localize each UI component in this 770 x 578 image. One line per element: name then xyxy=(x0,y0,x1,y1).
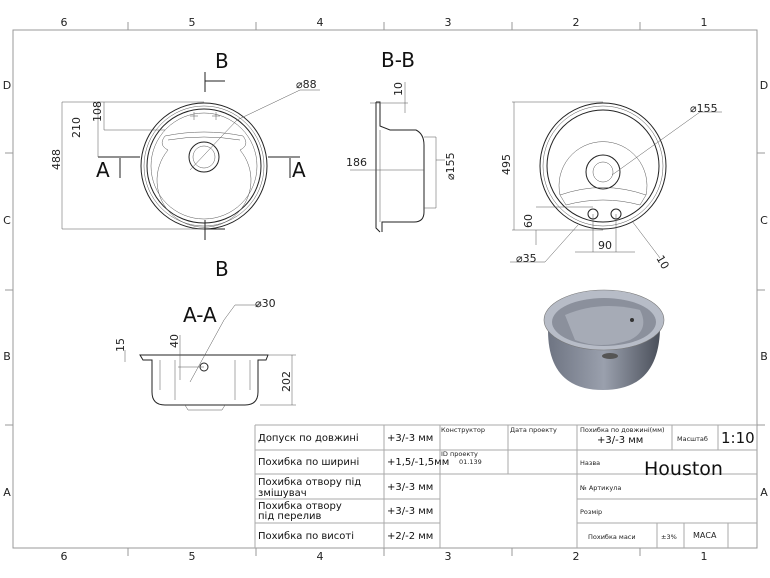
drawing-border xyxy=(12,29,758,549)
title-block-project-id-text: 01.139 xyxy=(459,458,482,466)
frame-ticks xyxy=(5,22,765,556)
rows-2-text: B xyxy=(760,350,768,363)
section-bb-view: B-B 10 186 ⌀155 xyxy=(346,48,457,233)
columns-1-text: 5 xyxy=(189,16,196,29)
rows-2-text: B xyxy=(3,350,11,363)
sink-3d-render xyxy=(543,289,665,390)
bb-dims-d10-text: 10 xyxy=(392,82,405,96)
top-dims-h108-text: 108 xyxy=(91,101,104,122)
2-label-text: Похибка отвору під xyxy=(258,476,361,488)
top-dims-h488-text: 488 xyxy=(50,149,63,170)
bottom-dims-r10-text: 10 xyxy=(653,253,671,272)
columns-1-text: 5 xyxy=(189,550,196,563)
rows-3-text: A xyxy=(3,486,11,499)
bottom-dims-d155-text: ⌀155 xyxy=(690,102,718,115)
frame-labels: 6 5 4 3 2 1 6 5 4 3 2 1 D C B A D C B A xyxy=(3,16,768,563)
bb-dims-d155-text: ⌀155 xyxy=(444,152,457,180)
0-value-text: +3/-3 мм xyxy=(387,433,433,444)
bottom-dims-d35-text: ⌀35 xyxy=(516,252,537,265)
title-block-date-label-text: Дата проекту xyxy=(510,426,557,434)
aa-dims-d30-text: ⌀30 xyxy=(255,297,276,310)
0-label-text: Допуск по довжині xyxy=(258,432,359,444)
title-block-size-label-text: Розмір xyxy=(580,508,602,516)
top-dims-h210-text: 210 xyxy=(70,117,83,138)
rows-0-text: D xyxy=(760,79,768,92)
bottom-view: ⌀155 495 60 90 ⌀35 10 xyxy=(500,101,722,272)
3-label-text: Похибка отвору xyxy=(258,501,342,512)
columns-0-text: 6 xyxy=(61,16,68,29)
scale-value: 1:10 xyxy=(721,429,755,447)
columns-5-text: 1 xyxy=(701,550,708,563)
bottom-dims-w90-text: 90 xyxy=(598,239,612,252)
2-value-text: +3/-3 мм xyxy=(387,482,433,493)
1-label-text: Похибка по ширині xyxy=(258,456,359,468)
title-block-article-label-text: № Артикула xyxy=(579,484,621,492)
title-block-mass-label-text: МАСА xyxy=(693,531,717,540)
rows-1-text: C xyxy=(760,214,768,227)
columns-4-text: 2 xyxy=(573,550,580,563)
views-cut-a-text: A xyxy=(96,158,110,182)
title-block-designer-label-text: Конструктор xyxy=(441,426,485,434)
aa-dims-h40-text: 40 xyxy=(168,334,181,348)
rows-0-text: D xyxy=(3,79,11,92)
title-block-project-id-label-text: ID проекту xyxy=(441,450,478,458)
top-view: B B A A ⌀88 488 210 108 xyxy=(50,49,320,281)
aa-dims-h15-text: 15 xyxy=(114,338,127,352)
bottom-dims-h60-text: 60 xyxy=(522,214,535,228)
rows-1-text: C xyxy=(3,214,11,227)
1-value-text: +1,5/-1,5мм xyxy=(387,457,449,468)
columns-4-text: 2 xyxy=(573,16,580,29)
top-dims-d88-text: ⌀88 xyxy=(296,78,317,91)
title-block: Допуск по довжині +3/-3 мм Похибка по шир… xyxy=(254,424,757,548)
section-aa-view: A-A ⌀30 15 40 202 xyxy=(114,297,296,411)
4-value-text: +2/-2 мм xyxy=(387,531,433,542)
aa-dims-h202-text: 202 xyxy=(280,371,293,392)
title-block-mass-tol-text: ±3% xyxy=(661,533,677,541)
columns-3-text: 3 xyxy=(445,550,452,563)
product-name: Houston xyxy=(644,458,723,480)
3-label2-text: під перелив xyxy=(258,510,321,522)
columns-5-text: 1 xyxy=(701,16,708,29)
views-cut-a-text: A xyxy=(292,158,306,182)
views-cut-b-text: B xyxy=(215,257,229,281)
columns-0-text: 6 xyxy=(61,550,68,563)
views-cut-b-text: B xyxy=(215,49,229,73)
rows-3-text: A xyxy=(760,486,768,499)
3-value-text: +3/-3 мм xyxy=(387,506,433,517)
title-block-mass-tol-label-text: Похибка маси xyxy=(588,533,636,541)
title-block-length-tol-text: +3/-3 мм xyxy=(597,435,643,446)
views-section-aa-text: A-A xyxy=(183,303,217,327)
title-block-name-label-text: Назва xyxy=(580,459,600,467)
2-label2-text: змішувач xyxy=(258,487,307,499)
title-block-scale-label-text: Масштаб xyxy=(677,435,708,443)
columns-2-text: 4 xyxy=(317,16,324,29)
columns-3-text: 3 xyxy=(445,16,452,29)
4-label-text: Похибка по висоті xyxy=(258,530,354,542)
views-section-bb-text: B-B xyxy=(381,48,415,72)
columns-2-text: 4 xyxy=(317,550,324,563)
bottom-dims-h495-text: 495 xyxy=(500,154,513,175)
title-block-length-tol-label-text: Похибка по довжині(мм) xyxy=(580,426,665,434)
bb-dims-d186-text: 186 xyxy=(346,156,367,169)
